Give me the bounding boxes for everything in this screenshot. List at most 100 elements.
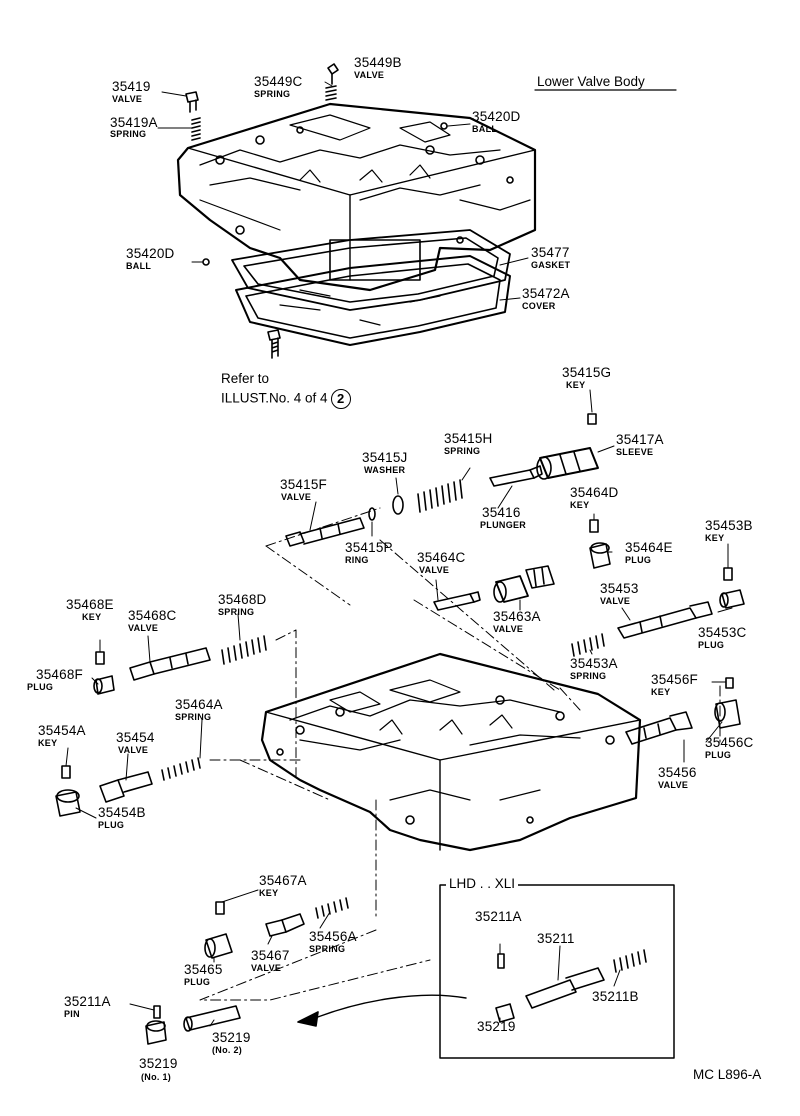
gasket [231, 229, 511, 311]
valve-35419-part [185, 91, 199, 113]
plug-35465-part [204, 933, 233, 959]
part-name-35456a: SPRING [309, 944, 346, 954]
spring-35419a-part [191, 117, 201, 141]
part-number-35456: 35456 [658, 765, 697, 780]
spring-35453a-part [571, 633, 605, 657]
ball-35420d-lower [202, 258, 210, 266]
part-name-35416: PLUNGER [480, 520, 527, 530]
part-name-35449c: SPRING [254, 89, 291, 99]
inset-plug-part [495, 1003, 515, 1023]
diagram-title: Lower Valve Body [537, 74, 645, 89]
inset-part-number-35211b: 35211B [592, 989, 639, 1004]
curved-arrow [297, 994, 467, 1027]
part-name-35477: GASKET [531, 260, 571, 270]
valve-35464c-part [433, 591, 481, 611]
valve-35453-part [617, 601, 713, 639]
key-35454a-part [61, 765, 71, 779]
part-number-35467a: 35467A [259, 873, 307, 888]
inset-valve-part [525, 979, 577, 1009]
inset-box-lhd-xli [439, 884, 675, 1059]
part-name-35453c: PLUG [698, 640, 725, 650]
part-number-35465: 35465 [184, 962, 223, 977]
part-number-35477: 35477 [531, 245, 570, 260]
lower-valve-body [260, 652, 642, 852]
part-number-35454a: 35454A [38, 723, 86, 738]
part-number-35468e: 35468E [66, 597, 114, 612]
valve-35456-part [625, 711, 693, 745]
upper-valve-body [176, 102, 537, 292]
inset-pin-part [497, 953, 505, 969]
part-number-35419: 35419 [112, 79, 151, 94]
part-name-35453: VALVE [600, 596, 631, 606]
valve-35463a-part [493, 565, 555, 603]
bolt-part [267, 329, 281, 359]
key-35467a-part [215, 901, 225, 915]
sleeve-35417a-part [536, 447, 599, 480]
part-number-35472a: 35472A [522, 286, 570, 301]
part-number-35453b: 35453B [705, 518, 753, 533]
part-number-35219-no1: 35219 [139, 1056, 178, 1071]
ring-35415p-part [368, 507, 376, 521]
part-name-35463a: VALVE [493, 624, 524, 634]
part-name-35464c: VALVE [419, 565, 450, 575]
key-35468e-part [95, 651, 105, 665]
part-name-35449b: VALVE [354, 70, 385, 80]
spring-35464a-part [161, 757, 201, 781]
drawing-code: MC L896-A [693, 1067, 762, 1082]
part-name-35464d: KEY [570, 500, 590, 510]
part-number-35449c: 35449C [254, 74, 303, 89]
valve-35449b-part [327, 63, 339, 85]
part-number-35211a: 35211A [64, 994, 111, 1009]
part-number-35456c: 35456C [705, 735, 754, 750]
part-number-35420d-upper: 35420D [472, 109, 521, 124]
part-number-35453a: 35453A [570, 656, 618, 671]
key-35464d-part [589, 519, 599, 533]
part-number-35415j: 35415J [362, 450, 408, 465]
ball-35420d-upper [440, 122, 448, 130]
spring-35456a-part [315, 897, 349, 919]
inset-title: LHD . . XLI [446, 877, 519, 891]
part-number-35415p: 35415P [345, 540, 393, 555]
plug-35456c-part [714, 699, 741, 729]
valve-35454-part [99, 771, 153, 803]
phantom-lines [199, 507, 721, 1001]
key-35453b-part [723, 567, 733, 581]
part-name-35415g: KEY [566, 380, 586, 390]
part-number-35463a: 35463A [493, 609, 541, 624]
part-number-35467: 35467 [251, 948, 290, 963]
plunger-35416-part [489, 465, 543, 487]
pin-35219-no2-part [183, 1005, 241, 1032]
part-number-35468f: 35468F [36, 667, 83, 682]
part-name-35453b: KEY [705, 533, 725, 543]
part-name-35415p: RING [345, 555, 369, 565]
spring-35468d-part [221, 635, 267, 665]
part-name-35420d-lower: BALL [126, 261, 152, 271]
part-name-35415h: SPRING [444, 446, 481, 456]
part-number-35415h: 35415H [444, 431, 493, 446]
part-number-35464e: 35464E [625, 540, 673, 555]
part-name-35219-no2: (No. 2) [212, 1045, 243, 1055]
part-number-35415g: 35415G [562, 365, 612, 380]
part-number-35420d-lower: 35420D [126, 246, 175, 261]
part-name-35415j: WASHER [364, 465, 406, 475]
inset-part-number-35211: 35211 [537, 931, 575, 946]
key-35415g-part [587, 413, 597, 425]
plug-35464e-part [589, 542, 611, 569]
part-name-35467a: KEY [259, 888, 279, 898]
part-name-35419: VALVE [112, 94, 143, 104]
part-number-35453: 35453 [600, 581, 639, 596]
plug-35219-no1-part [145, 1020, 167, 1045]
part-number-35415f: 35415F [280, 477, 327, 492]
leader-lines-top [157, 81, 677, 301]
part-number-35219-no2: 35219 [212, 1030, 251, 1045]
plug-35454b-part [55, 789, 81, 817]
inset-part-number-35219: 35219 [477, 1019, 516, 1034]
part-name-35211a: PIN [64, 1009, 80, 1019]
inset-part-number-35211a: 35211A [475, 909, 522, 924]
part-number-35416: 35416 [482, 505, 521, 520]
refer-note-line1: Refer to [221, 371, 270, 386]
part-name-35468f: PLUG [27, 682, 54, 692]
part-number-35449b: 35449B [354, 55, 402, 70]
